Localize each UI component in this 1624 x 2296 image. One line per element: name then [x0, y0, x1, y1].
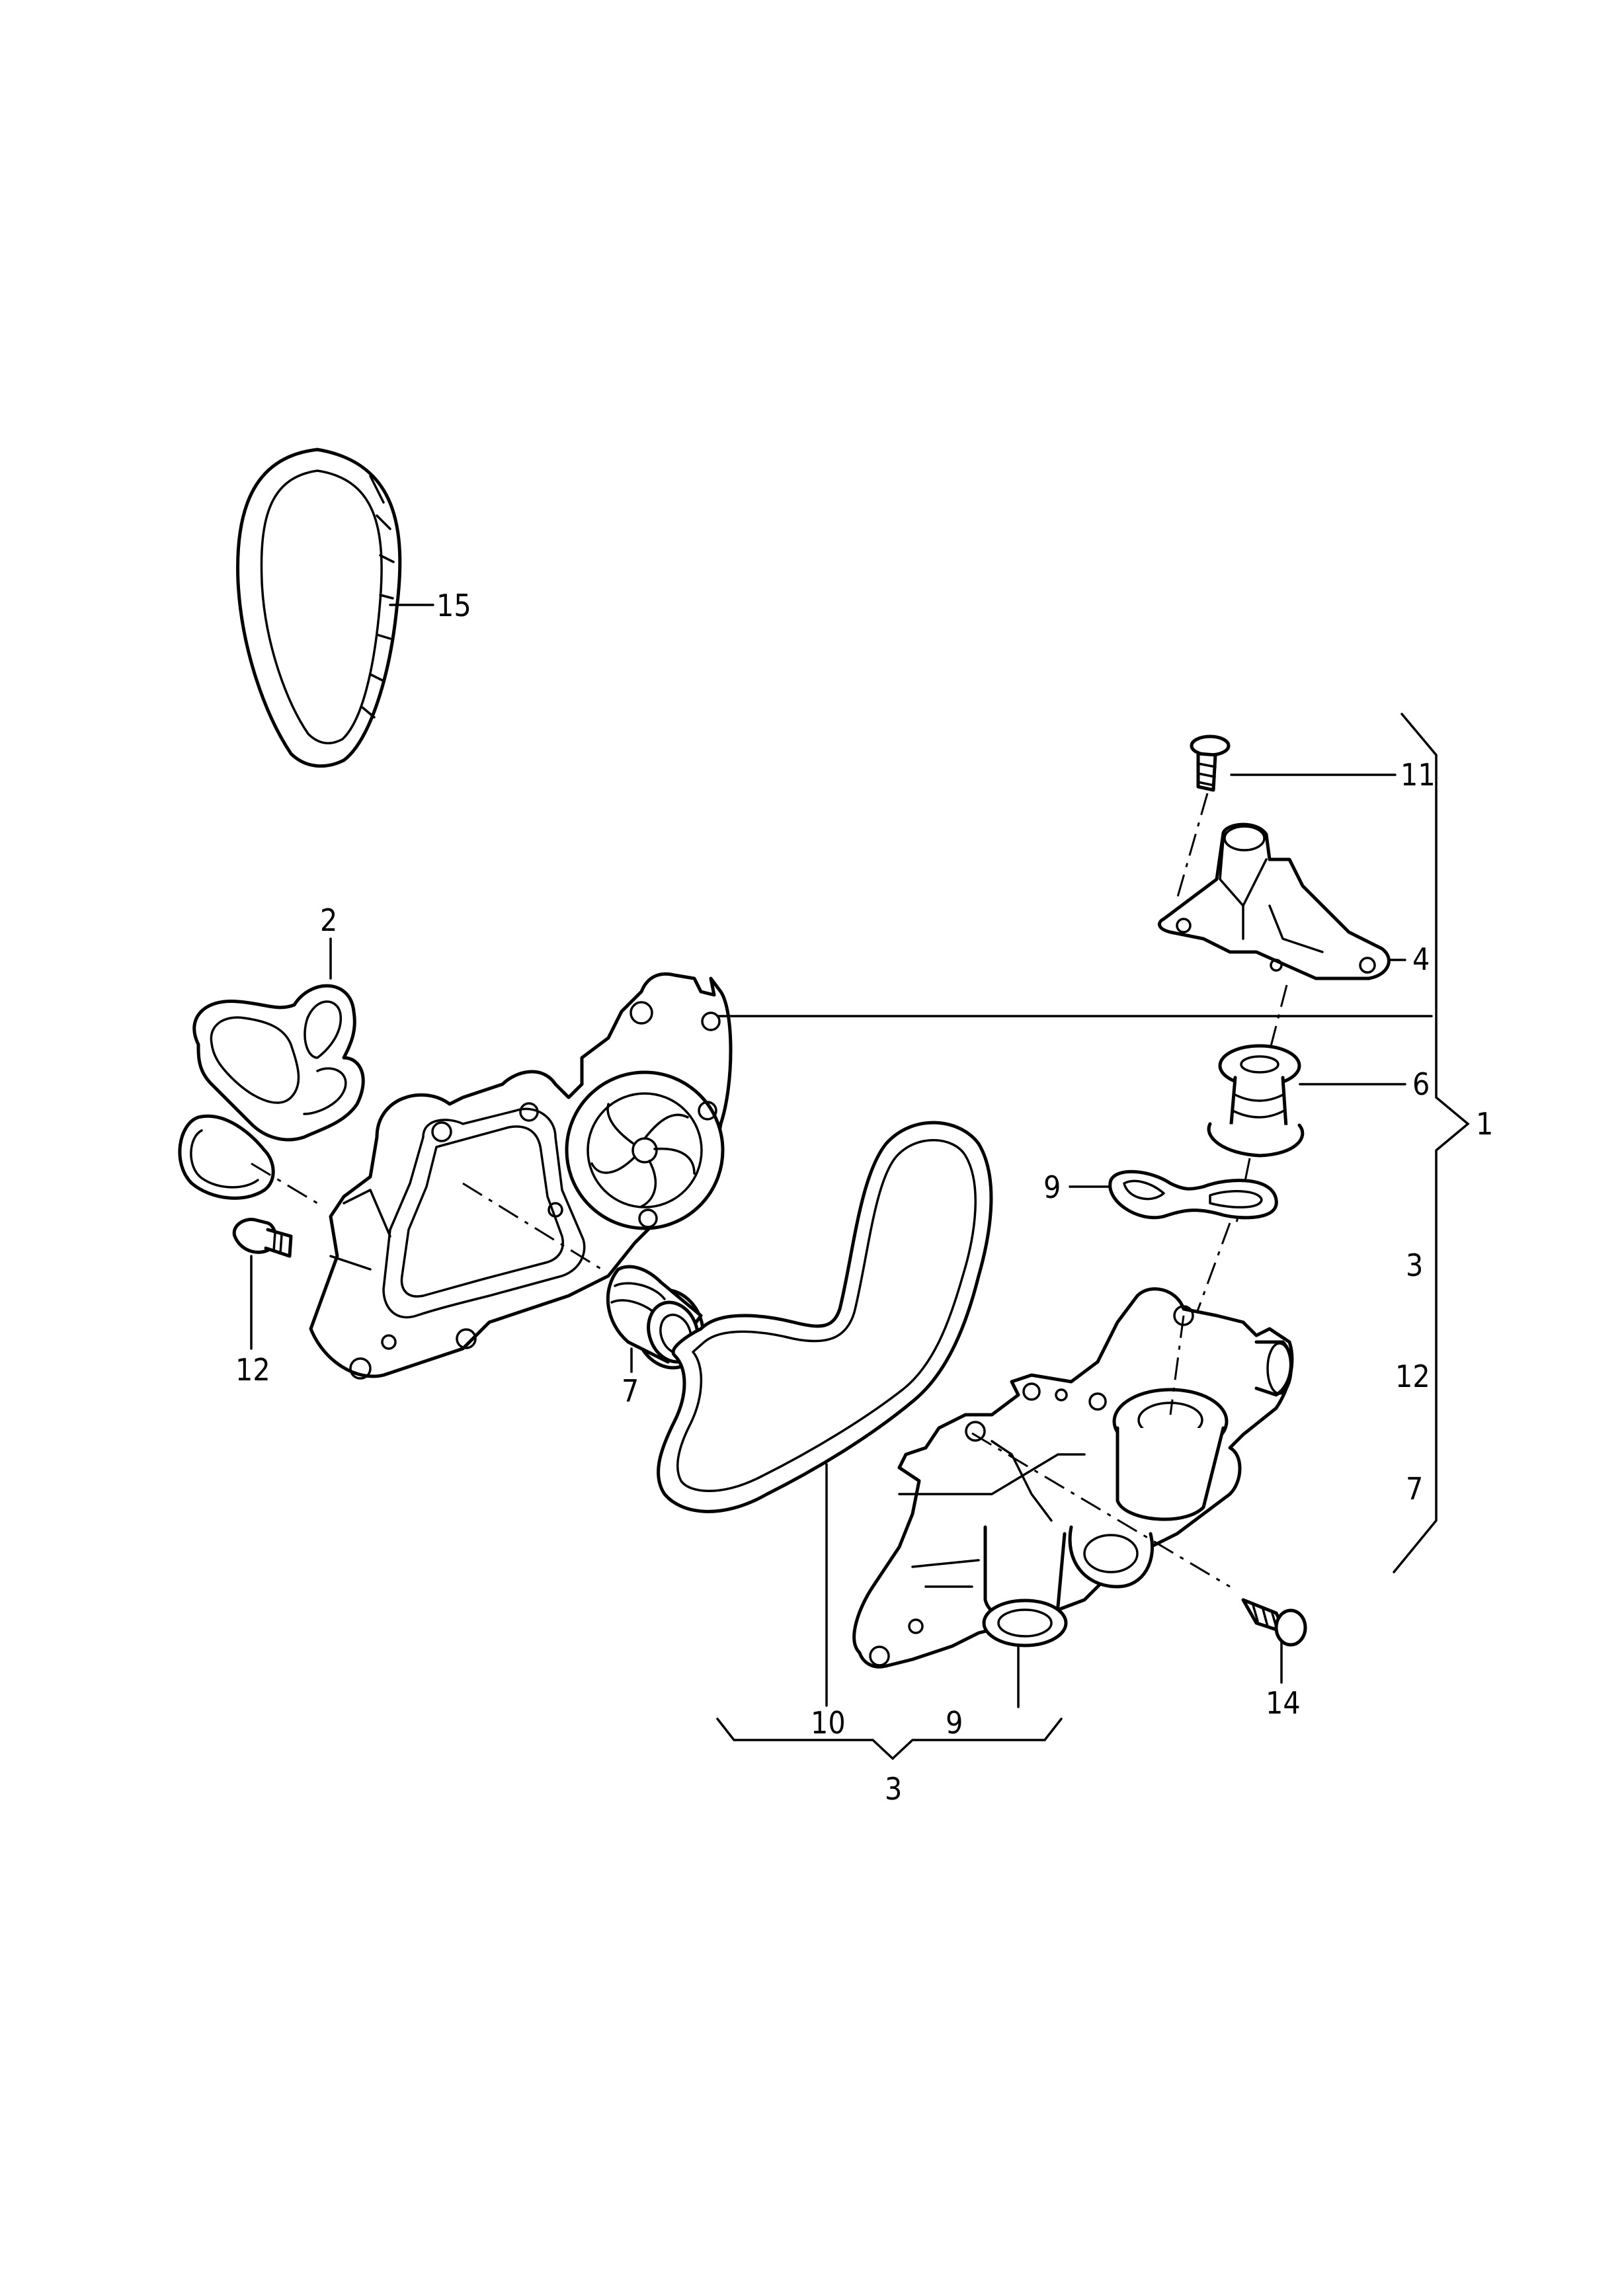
callout-10: 10 — [811, 1705, 846, 1741]
group-bracket-right — [1393, 713, 1470, 1573]
callout-3-upper: 3 — [1406, 1247, 1423, 1283]
gasket-part-9-upper — [1069, 1169, 1278, 1349]
callout-1: 1 — [1476, 1106, 1493, 1142]
thermostat-part-6 — [1207, 1044, 1406, 1224]
callout-15: 15 — [436, 588, 471, 623]
bolt-part-14 — [1241, 1598, 1307, 1684]
callout-11: 11 — [1401, 757, 1436, 793]
callout-14: 14 — [1266, 1685, 1301, 1721]
callout-12-upper: 12 — [1395, 1359, 1430, 1394]
bolt-part-11 — [1176, 734, 1397, 900]
callout-9: 9 — [946, 1705, 963, 1741]
callout-2: 2 — [320, 902, 337, 938]
callout-9-upper: 9 — [1043, 1169, 1061, 1205]
callout-12: 12 — [235, 1352, 270, 1388]
water-pump-housing — [309, 972, 1433, 1380]
gasket-part-2 — [178, 937, 365, 1205]
callout-3: 3 — [885, 1771, 902, 1807]
cover-part-4 — [1158, 822, 1406, 1052]
callout-7: 7 — [622, 1373, 639, 1409]
thermostat-housing-part-3 — [852, 1287, 1294, 1708]
belt-part-15 — [236, 448, 434, 768]
bolt-part-12 — [232, 1218, 293, 1350]
group-bracket-bottom — [716, 1718, 1063, 1761]
callout-6: 6 — [1412, 1066, 1430, 1102]
callout-7-upper: 7 — [1406, 1471, 1423, 1507]
callout-4: 4 — [1412, 941, 1430, 977]
gasket-part-10 — [657, 1121, 993, 1707]
